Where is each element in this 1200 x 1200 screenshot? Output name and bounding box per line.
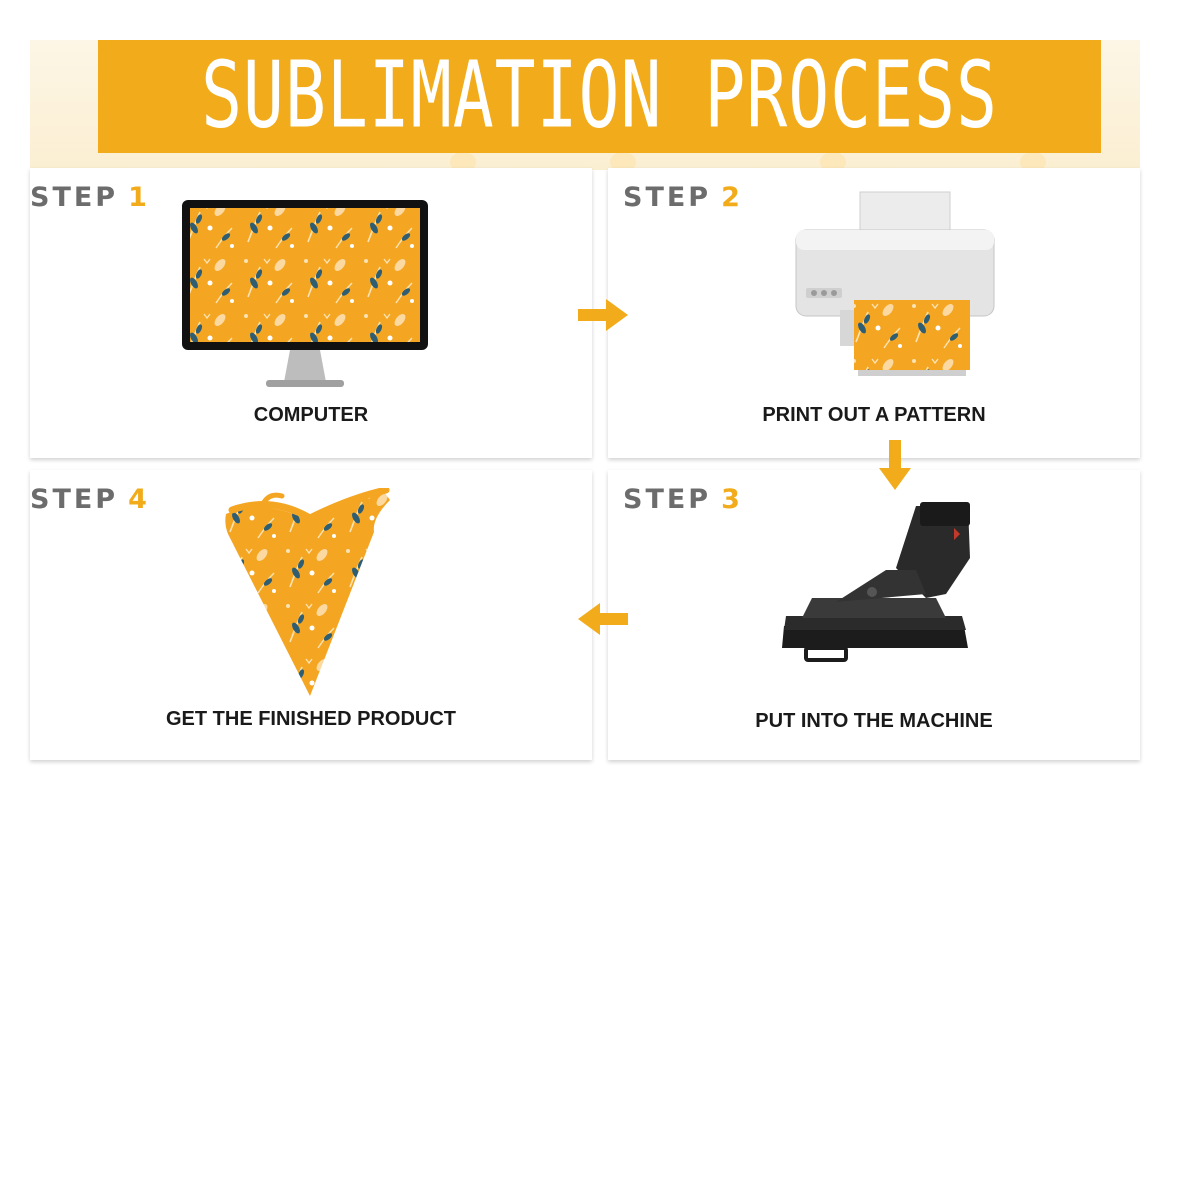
step-label: STEP [30,182,119,213]
step-4-panel: STEP 4 GET THE FINISHED PRODUCT [30,470,592,760]
step-2-panel: STEP 2 PRINT OUT A PATTERN [608,168,1140,458]
step-4-caption: GET THE FINISHED PRODUCT [165,708,456,730]
bandana-icon [225,488,390,696]
step-3-panel: STEP 3 PUT INTO THE MACHINE [608,470,1140,760]
arrow-right-icon [578,299,628,331]
step-label: STEP [623,182,712,213]
step-1-panel: STEP 1 COMPUTER [30,168,592,458]
heat-press-icon [782,502,970,662]
step-2-heading: STEP 2 [623,182,743,213]
page-title: SUBLIMATION PROCESS [201,42,998,150]
printer-icon [795,191,995,376]
step-number: 1 [128,182,150,213]
step-number: 2 [721,182,743,213]
arrow-down-icon [879,440,911,490]
paw-print-icon [820,152,846,172]
step-3-caption: PUT INTO THE MACHINE [755,710,993,732]
title-banner: SUBLIMATION PROCESS [98,40,1101,153]
step-4-heading: STEP 4 [30,484,150,515]
step-number: 3 [721,484,743,515]
step-1-heading: STEP 1 [30,182,150,213]
computer-monitor-icon [182,200,428,387]
paw-print-icon [450,152,476,172]
step-label: STEP [623,484,712,515]
step-3-heading: STEP 3 [623,484,743,515]
step-2-caption: PRINT OUT A PATTERN [762,404,986,426]
step-1-caption: COMPUTER [253,404,369,426]
paw-print-icon [1020,152,1046,172]
step-number: 4 [128,484,150,515]
step-label: STEP [30,484,119,515]
paw-print-icon [610,152,636,172]
arrow-left-icon [578,603,628,635]
